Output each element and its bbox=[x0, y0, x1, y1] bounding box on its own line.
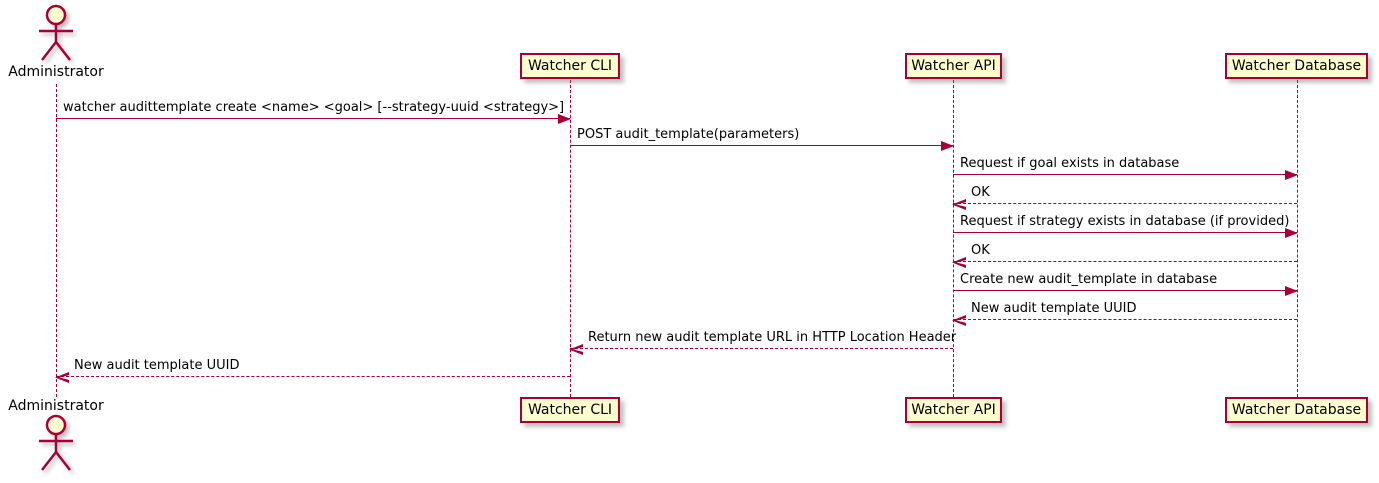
arrowhead-right-icon bbox=[941, 141, 954, 151]
message-10: New audit template UUID bbox=[55, 358, 570, 383]
lifeline-watcher-api bbox=[953, 80, 954, 397]
arrowhead-right-icon bbox=[1285, 170, 1298, 180]
arrowhead-right-icon bbox=[1285, 228, 1298, 238]
message-text: OK bbox=[971, 185, 990, 200]
message-2: POST audit_template(parameters) bbox=[570, 127, 954, 151]
message-text: POST audit_template(parameters) bbox=[577, 127, 800, 142]
participant-watcher-database-bottom: Watcher Database bbox=[1225, 397, 1368, 423]
arrowhead-left-icon bbox=[952, 199, 966, 210]
participant-watcher-cli-bottom: Watcher CLI bbox=[520, 397, 620, 423]
message-text: watcher audittemplate create <name> <goa… bbox=[63, 100, 565, 115]
arrowhead-left-icon bbox=[952, 315, 966, 326]
message-9: Return new audit template URL in HTTP Lo… bbox=[569, 330, 957, 355]
participant-watcher-database-top: Watcher Database bbox=[1225, 53, 1368, 79]
participant-label: Watcher CLI bbox=[527, 402, 613, 418]
message-text: Request if strategy exists in database (… bbox=[960, 214, 1290, 229]
arrowhead-right-icon bbox=[1285, 286, 1298, 296]
lifeline-watcher-database bbox=[1297, 80, 1298, 397]
message-8: New audit template UUID bbox=[952, 301, 1297, 326]
actor-icon bbox=[39, 4, 73, 61]
arrowhead-left-icon bbox=[569, 344, 583, 355]
arrowhead-right-icon bbox=[558, 114, 571, 124]
participant-watcher-api-top: Watcher API bbox=[905, 53, 1002, 79]
participant-label: Watcher CLI bbox=[527, 58, 613, 74]
message-1: watcher audittemplate create <name> <goa… bbox=[56, 100, 571, 124]
actor-icon bbox=[39, 414, 73, 471]
actor-label-bottom: Administrator bbox=[8, 398, 104, 414]
participant-label: Watcher API bbox=[911, 402, 996, 418]
message-text: New audit template UUID bbox=[971, 301, 1137, 316]
lifeline-watcher-cli bbox=[570, 80, 571, 397]
message-3: Request if goal exists in database bbox=[953, 156, 1298, 180]
message-4: OK bbox=[952, 185, 1297, 210]
participant-watcher-api-bottom: Watcher API bbox=[905, 397, 1002, 423]
message-7: Create new audit_template in database bbox=[953, 272, 1298, 296]
message-text: Create new audit_template in database bbox=[960, 272, 1218, 287]
participant-watcher-cli-top: Watcher CLI bbox=[520, 53, 620, 79]
message-6: OK bbox=[952, 243, 1297, 268]
actor-label-top: Administrator bbox=[8, 64, 104, 80]
message-5: Request if strategy exists in database (… bbox=[953, 214, 1298, 238]
participant-label: Watcher Database bbox=[1231, 58, 1362, 74]
participant-label: Watcher API bbox=[911, 58, 996, 74]
message-text: Return new audit template URL in HTTP Lo… bbox=[588, 330, 957, 345]
lifeline-administrator bbox=[56, 84, 57, 397]
message-text: OK bbox=[971, 243, 990, 258]
message-text: Request if goal exists in database bbox=[960, 156, 1180, 171]
arrowhead-left-icon bbox=[952, 257, 966, 268]
message-text: New audit template UUID bbox=[74, 358, 240, 373]
participant-label: Watcher Database bbox=[1231, 402, 1362, 418]
arrowhead-left-icon bbox=[55, 372, 69, 383]
